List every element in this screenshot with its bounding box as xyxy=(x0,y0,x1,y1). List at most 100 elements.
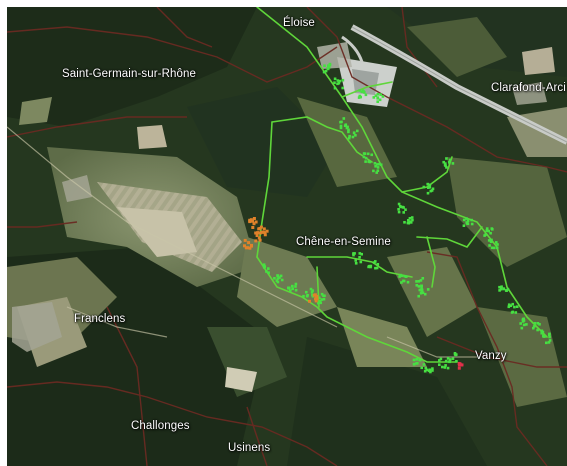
network-node xyxy=(400,281,403,284)
place-label-usinens: Usinens xyxy=(228,442,271,454)
network-node xyxy=(341,78,345,82)
network-node xyxy=(342,117,346,120)
network-node xyxy=(308,299,311,303)
network-node xyxy=(289,289,292,292)
network-node xyxy=(354,259,357,262)
network-node xyxy=(348,134,351,138)
network-node xyxy=(257,236,261,240)
network-node xyxy=(370,153,373,157)
network-node xyxy=(358,252,362,255)
network-node xyxy=(421,291,425,294)
network-node xyxy=(322,297,326,301)
network-node xyxy=(429,370,432,374)
network-node xyxy=(376,92,380,96)
network-node xyxy=(256,231,260,235)
network-node xyxy=(276,274,279,277)
network-node xyxy=(484,233,487,236)
network-node xyxy=(347,128,350,132)
network-node xyxy=(243,238,247,242)
network-node xyxy=(514,311,518,314)
forest-areas xyxy=(7,7,567,466)
network-node xyxy=(376,166,380,169)
network-node xyxy=(252,222,256,226)
network-node xyxy=(273,277,276,280)
network-node xyxy=(351,135,355,139)
network-node xyxy=(405,275,408,278)
network-node xyxy=(416,362,419,365)
network-node xyxy=(372,96,376,99)
network-node xyxy=(267,271,270,274)
network-node xyxy=(532,325,536,328)
network-node xyxy=(287,287,290,290)
network-node xyxy=(420,286,423,290)
network-node xyxy=(376,163,379,166)
network-node xyxy=(322,70,326,74)
network-node xyxy=(410,216,414,219)
network-node xyxy=(431,367,434,370)
network-node xyxy=(336,79,340,82)
network-node xyxy=(415,284,419,287)
network-node xyxy=(448,360,451,363)
network-node xyxy=(442,160,445,164)
network-node xyxy=(513,305,516,309)
network-node xyxy=(248,246,252,250)
network-node xyxy=(525,323,528,326)
network-node xyxy=(538,323,541,326)
network-node xyxy=(362,152,366,155)
network-node xyxy=(254,231,258,235)
network-node xyxy=(547,341,551,344)
map-view[interactable]: Éloise Saint-Germain-sur-Rhône Clarafond… xyxy=(7,7,567,466)
network-node xyxy=(280,278,284,282)
network-node xyxy=(314,297,317,301)
network-node xyxy=(294,288,298,292)
network-node xyxy=(489,231,492,235)
network-node xyxy=(305,290,308,294)
network-node xyxy=(487,239,491,242)
motorway xyxy=(341,24,567,145)
network-node xyxy=(263,266,266,269)
network-node xyxy=(420,366,423,370)
network-node xyxy=(422,363,426,366)
network-node xyxy=(408,217,412,220)
network-node xyxy=(258,231,262,235)
network-node xyxy=(250,243,253,247)
network-node xyxy=(312,293,316,297)
network-node xyxy=(333,77,337,81)
network-node xyxy=(327,64,330,67)
network-node xyxy=(399,273,402,277)
network-node xyxy=(457,363,461,367)
network-node xyxy=(309,287,313,291)
network-node xyxy=(402,279,406,283)
network-node xyxy=(536,322,540,325)
network-node xyxy=(455,360,458,363)
network-node xyxy=(495,241,498,244)
network-node xyxy=(427,186,430,189)
network-node xyxy=(441,365,444,369)
network-node xyxy=(378,162,381,166)
network-node xyxy=(376,100,379,103)
network-node xyxy=(449,358,452,361)
network-node xyxy=(339,124,343,128)
network-node xyxy=(262,263,266,266)
map-canvas[interactable] xyxy=(7,7,567,466)
network-node xyxy=(378,98,382,102)
network-node xyxy=(446,357,450,360)
network-node xyxy=(294,285,297,288)
network-node xyxy=(439,357,443,361)
network-node xyxy=(320,292,324,296)
network-node xyxy=(489,240,493,244)
network-node xyxy=(375,171,378,174)
network-node xyxy=(318,300,322,303)
place-label-vanzy: Vanzy xyxy=(475,350,507,362)
network-node xyxy=(425,368,429,372)
network-node xyxy=(408,220,411,223)
network-node xyxy=(311,289,314,292)
network-node xyxy=(339,126,343,130)
network-node xyxy=(417,285,421,288)
network-node xyxy=(267,267,270,270)
network-node xyxy=(352,253,355,257)
roads xyxy=(7,126,477,358)
network-node xyxy=(361,89,365,92)
network-node xyxy=(500,285,503,288)
network-node xyxy=(511,302,514,306)
